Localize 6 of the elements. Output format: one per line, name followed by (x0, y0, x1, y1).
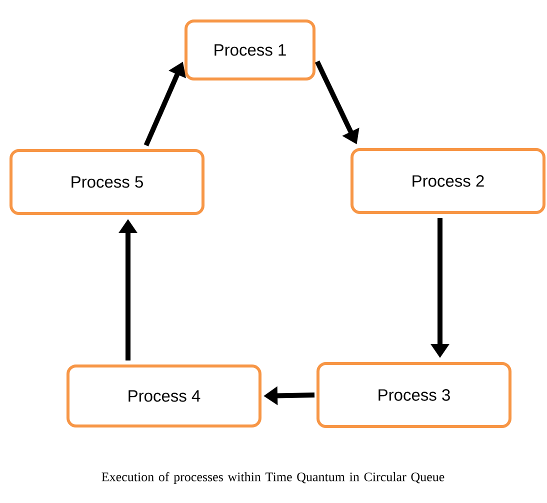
process-box: Process 2 (350, 148, 546, 214)
process-box: Process 5 (10, 149, 204, 215)
process-box: Process 4 (66, 364, 262, 428)
process-box: Process 1 (184, 20, 316, 80)
process-box: Process 3 (316, 362, 512, 428)
caption: Execution of processes within Time Quantum in Circular Queue (102, 472, 444, 484)
